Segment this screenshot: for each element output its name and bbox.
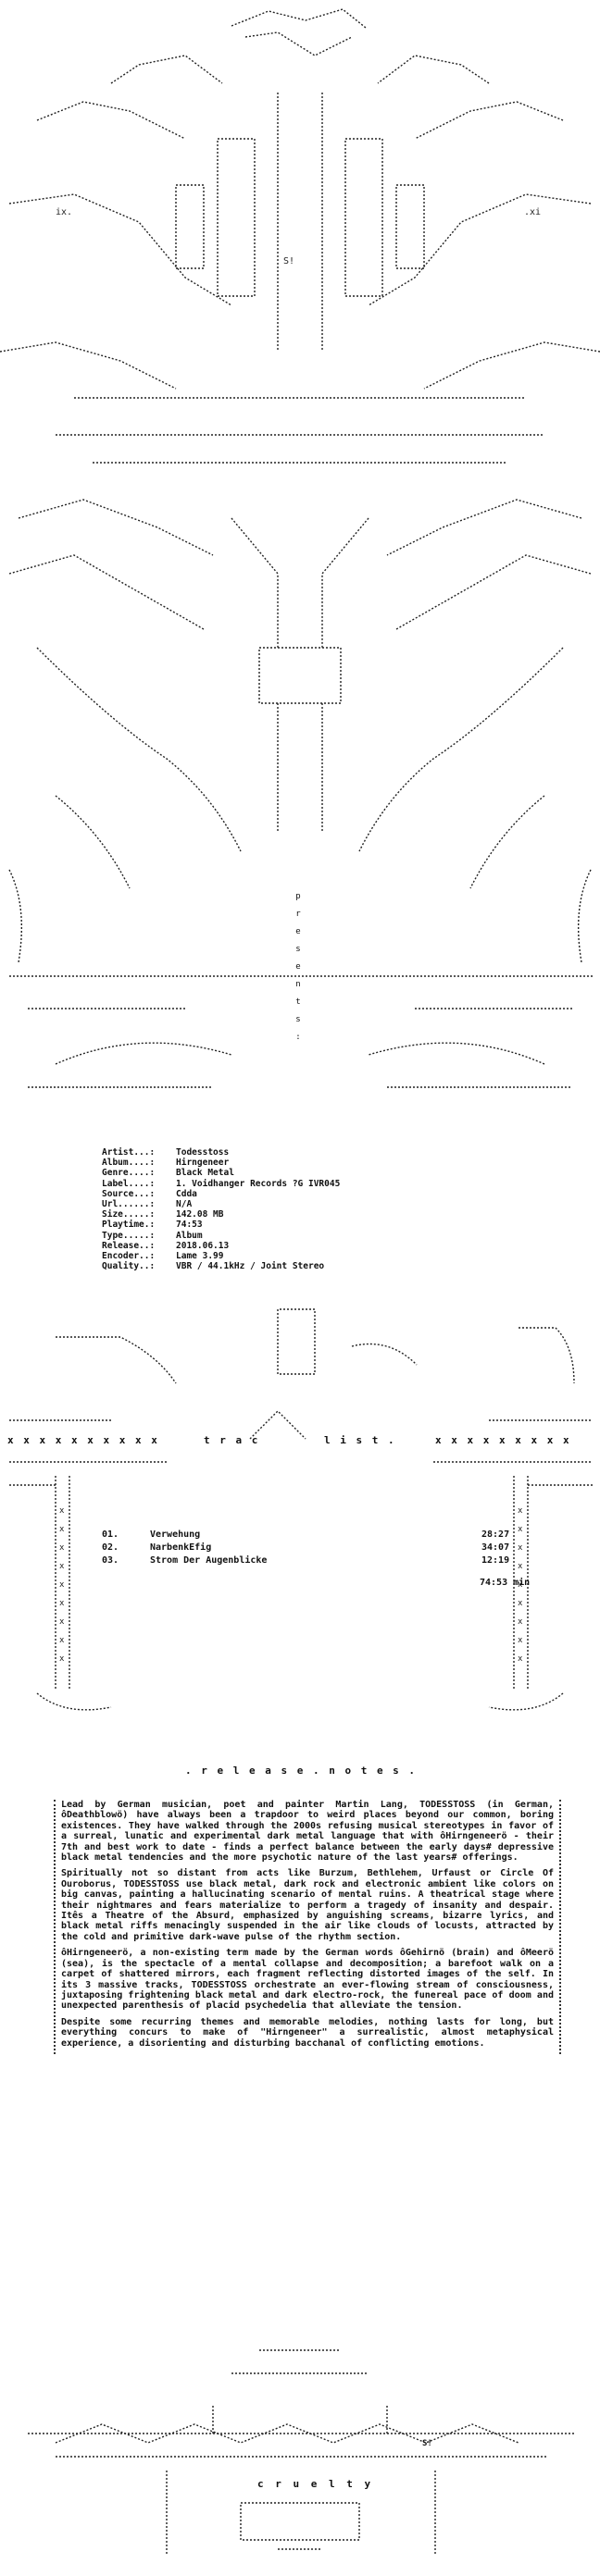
notes-paragraph: ôHirngeneerö, a non-existing term made b… (61, 1948, 554, 2012)
svg-text:x: x (59, 1525, 65, 1534)
sign-mark: S! (422, 2439, 432, 2448)
svg-text:x: x (518, 1654, 523, 1664)
svg-text:x: x (59, 1599, 65, 1608)
svg-text:x: x (59, 1654, 65, 1664)
info-row-album: Album....:Hirngeneer (102, 1158, 230, 1169)
tracklist-heading-left: t r a c (204, 1434, 260, 1446)
info-row-label: Label....:1. Voidhanger Records ?G IVR04… (102, 1178, 341, 1189)
info-row-genre: Genre....:Black Metal (102, 1168, 234, 1179)
presents-text: p r e s e n t s : (295, 892, 301, 1042)
info-row-encoder: Encoder..:Lame 3.99 (102, 1251, 224, 1262)
svg-text:x: x (518, 1599, 523, 1608)
svg-text:x: x (518, 1543, 523, 1553)
info-row-source: Source...:Cdda (102, 1188, 197, 1199)
track-row: 03. Strom Der Augenblicke 12:19 (102, 1555, 510, 1566)
info-row-release: Release..:2018.06.13 (102, 1240, 230, 1251)
release-notes-title: . r e l e a s e . n o t e s . (185, 1765, 418, 1777)
tracklist-frame: xxx xxx xxx xxx xxx xxx (9, 1308, 593, 1711)
tracklist-border-left: x x x x x x x x x x (7, 1434, 159, 1446)
cruelty-word: c r u e l t y (257, 2478, 374, 2490)
svg-text:x: x (59, 1562, 65, 1571)
info-row-playtime: Playtime.:74:53 (102, 1220, 203, 1231)
svg-text:x: x (518, 1562, 523, 1571)
bottom-ascii-art: S! c r u e l t y (0, 2332, 600, 2576)
bottom-ornament (28, 2349, 574, 2554)
svg-text:x: x (59, 1617, 65, 1627)
svg-text:x: x (59, 1636, 65, 1645)
tracklist-heading-right: l i s t . (324, 1434, 396, 1446)
info-row-artist: Artist...:Todesstoss (102, 1147, 230, 1158)
release-info: Artist...:Todesstoss Album....:Hirngenee… (0, 1147, 600, 1305)
track-row: 01. Verwehung 28:27 (102, 1530, 510, 1540)
xi-mark: .xi (524, 207, 541, 217)
release-notes-frame: Lead by German musician, poet and painte… (54, 1800, 561, 2054)
release-notes-header: . r e l e a s e . n o t e s . (0, 1753, 600, 1790)
svg-text:x: x (518, 1617, 523, 1627)
svg-text:x: x (518, 1636, 523, 1645)
track-row: 02. NarbenkEfig 34:07 (102, 1542, 510, 1553)
svg-text:x: x (518, 1580, 523, 1590)
top-ascii-art: ix. .xi S! p r e s e n t s : (0, 0, 600, 1166)
notes-paragraph: Spiritually not so distant from acts lik… (61, 1868, 554, 1942)
release-notes: Lead by German musician, poet and painte… (0, 1800, 600, 2318)
info-row-size: Size.....:142.08 MB (102, 1209, 224, 1220)
tracklist-border-right: x x x x x x x x x (435, 1434, 571, 1446)
sign-mark: S! (283, 256, 294, 266)
notes-paragraph: Lead by German musician, poet and painte… (61, 1800, 554, 1864)
svg-text:x: x (59, 1506, 65, 1516)
info-row-quality: Quality..:VBR / 44.1kHz / Joint Stereo (102, 1261, 325, 1272)
ornament-drawing: ix. .xi S! (0, 8, 600, 1088)
notes-paragraph: Despite some recurring themes and memora… (61, 2016, 554, 2049)
ix-mark: ix. (56, 207, 72, 217)
total-playtime: 74:53 min (480, 1578, 531, 1588)
info-row-type: Type.....:Album (102, 1230, 203, 1241)
svg-text:x: x (518, 1506, 523, 1516)
svg-text:x: x (59, 1580, 65, 1590)
svg-text:x: x (59, 1543, 65, 1553)
svg-text:x: x (518, 1525, 523, 1534)
info-row-url: Url......:N/A (102, 1199, 193, 1210)
